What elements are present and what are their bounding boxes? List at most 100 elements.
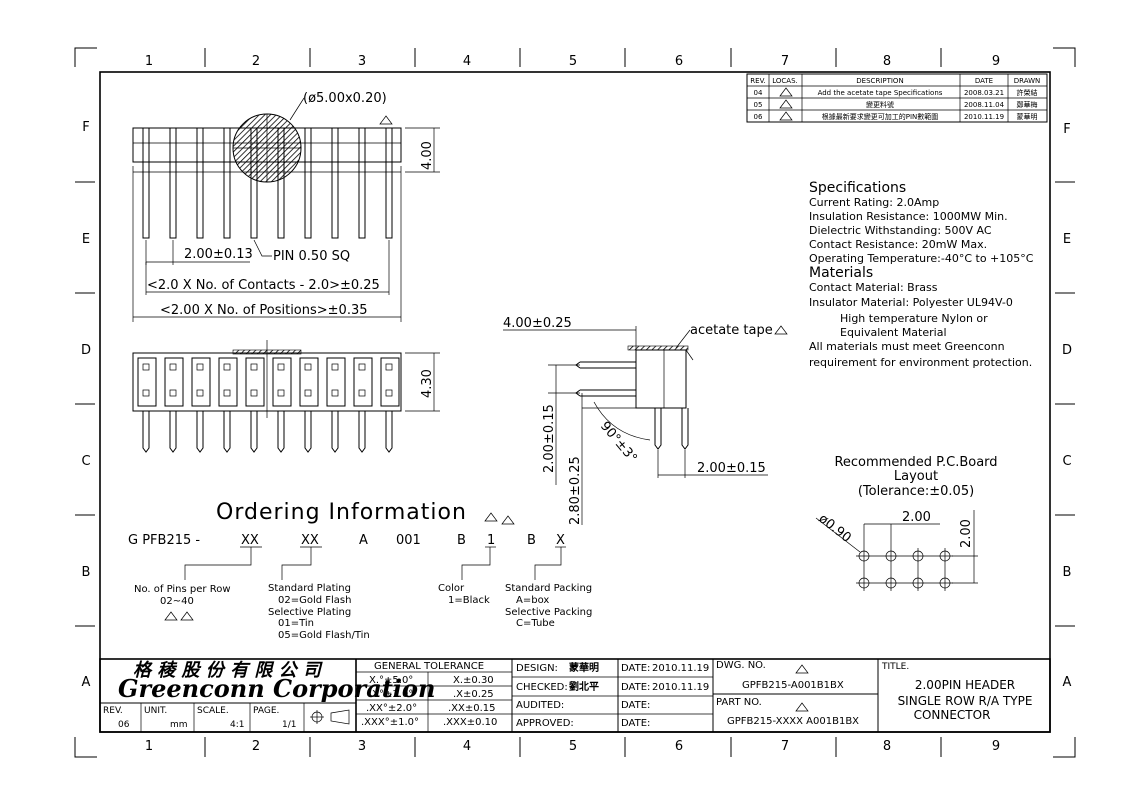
tolerance-angle: .XXX°±1.0° [361, 717, 419, 728]
rev-row-date: 2008.03.21 [964, 89, 1004, 97]
front-view: (ø5.00x0.20) 4.00 2.00±0.13 PIN 0.50 SQ … [132, 91, 440, 322]
circle-dim-label: (ø5.00x0.20) [303, 91, 387, 106]
company-name-en: Greenconn Corporation [118, 674, 435, 703]
grid-col-bottom-6: 6 [675, 739, 683, 754]
note-pins-2: 02~40 [160, 596, 194, 607]
material-line: Insulator Material: Polyester UL94V-0 [809, 296, 1013, 309]
note-pins-1: No. of Pins per Row [134, 584, 231, 595]
side-pitch-dim: 2.00±0.15 [697, 461, 766, 476]
revision-triangle-icon [379, 115, 393, 125]
pcb-title: Recommended P.C.Board [834, 455, 997, 470]
revision-triangle-icon [180, 611, 194, 621]
date-label: DATE: [621, 718, 650, 729]
revision-triangle-icon [501, 515, 515, 525]
grid-row-right-b: B [1063, 565, 1072, 580]
grid-ticks [75, 48, 1075, 757]
note-plating-2: 02=Gold Flash [278, 595, 351, 606]
note-packing-2: A=box [516, 595, 549, 606]
front-height-dim: 4.00 [420, 141, 435, 170]
grid-row-right-f: F [1063, 122, 1070, 137]
spec-line: Dielectric Withstanding: 500V AC [809, 224, 992, 237]
dwg-no-value: GPFB215-A001B1BX [742, 680, 844, 691]
date-label: DATE: [621, 663, 650, 674]
grid-col-top-8: 8 [883, 54, 891, 69]
revision-triangle-icon [795, 664, 809, 674]
note-color-1: Color [438, 583, 465, 594]
sheet-corner-marks [74, 47, 1076, 758]
date-value: 2010.11.19 [652, 663, 709, 674]
spec-line: Insulation Resistance: 1000MW Min. [809, 210, 1008, 223]
rev-header-rev: REV. [750, 77, 765, 85]
grid-row-right-e: E [1063, 232, 1071, 247]
front-pin-label: PIN 0.50 SQ [273, 249, 350, 264]
rev-row-desc: Add the acetate tape Specifications [818, 89, 943, 97]
pcb-tolerance: (Tolerance:±0.05) [858, 484, 974, 499]
front-contacts-dim: <2.0 X No. of Contacts - 2.0>±0.25 [147, 278, 380, 293]
scale-value: 4:1 [230, 720, 244, 730]
revision-triangle-icon [779, 87, 793, 97]
note-packing-3: Selective Packing [505, 607, 592, 618]
rev-label: REV. [103, 706, 123, 716]
unit-label: UNIT. [144, 706, 167, 716]
part-no-value: GPFB215-XXXX A001B1BX [727, 716, 859, 727]
specs-title: Specifications [809, 180, 906, 196]
ordering-information: Ordering Information G PFB215 - XX XX A … [128, 500, 592, 641]
grid-row-right-a: A [1063, 675, 1072, 690]
spec-line: Current Rating: 2.0Amp [809, 196, 939, 209]
top-height-dim: 4.30 [420, 369, 435, 398]
grid-col-top-9: 9 [992, 54, 1000, 69]
part-no-label: PART NO. [716, 697, 762, 708]
rev-row-drawn: 許榮結 [1017, 88, 1038, 97]
code-b2: B [527, 533, 536, 548]
note-color-2: 1=Black [448, 595, 490, 606]
material-line: High temperature Nylon or [840, 312, 988, 325]
code-001: 001 [396, 533, 421, 548]
side-vertical-dim-1: 2.00±0.15 [542, 404, 557, 473]
rev-row-date: 2008.11.04 [964, 101, 1005, 109]
audited-label: AUDITED: [516, 700, 564, 711]
spec-line: Operating Temperature:-40°C to +105°C [809, 252, 1034, 265]
date-value: 2010.11.19 [652, 682, 709, 693]
approved-label: APPROVED: [516, 718, 574, 729]
grid-row-left-b: B [82, 565, 91, 580]
revision-table: REV. LOCAS. DESCRIPTION DATE DRAWN 04 Ad… [746, 73, 1048, 123]
tolerance-linear: .XX±0.15 [448, 703, 496, 714]
tolerance-linear: X.±0.30 [453, 675, 494, 686]
grid-row-left-c: C [81, 454, 90, 469]
material-line: All materials must meet Greenconn [809, 340, 1005, 353]
scale-label: SCALE. [197, 706, 229, 716]
code-color: 1 [487, 533, 495, 548]
checked-label: CHECKED: [516, 682, 568, 693]
rev-header-drawn: DRAWN [1014, 77, 1041, 85]
code-b: B [457, 533, 466, 548]
grid-col-bottom-9: 9 [992, 739, 1000, 754]
rev-header-locas: LOCAS. [772, 77, 798, 85]
note-plating-1: Standard Plating [268, 583, 351, 594]
pcb-layout: Recommended P.C.Board Layout (Tolerance:… [816, 455, 998, 591]
company-name-cn: 格 稜 股 份 有 限 公 司 [133, 660, 323, 681]
code-a: A [359, 533, 368, 548]
code-packing: X [556, 533, 565, 548]
grid-col-top-5: 5 [569, 54, 577, 69]
material-line: requirement for environment protection. [809, 356, 1032, 369]
pcb-vertical-pitch: 2.00 [959, 519, 974, 548]
ordering-title: Ordering Information [216, 500, 467, 525]
design-value: 蒙華明 [569, 661, 599, 674]
spec-line: Contact Resistance: 20mW Max. [809, 238, 987, 251]
grid-col-bottom-2: 2 [252, 739, 260, 754]
note-plating-4: 01=Tin [278, 618, 314, 629]
rev-header-desc: DESCRIPTION [856, 77, 903, 85]
unit-value: mm [170, 720, 188, 730]
rev-row-rev: 04 [754, 89, 763, 97]
checked-value: 劉北平 [569, 680, 599, 693]
pcb-subtitle: Layout [894, 469, 938, 484]
code-plating: XX [301, 533, 319, 548]
date-label: DATE: [621, 700, 650, 711]
rev-row-desc: 根據最新要求變更可加工的PIN數範圍 [822, 112, 939, 121]
side-angle-label: 90°±3° [597, 419, 640, 466]
code-pins: XX [241, 533, 259, 548]
tolerance-title: GENERAL TOLERANCE [374, 661, 484, 672]
front-pitch-dim: 2.00±0.13 [184, 247, 253, 262]
revision-triangle-icon [164, 611, 178, 621]
